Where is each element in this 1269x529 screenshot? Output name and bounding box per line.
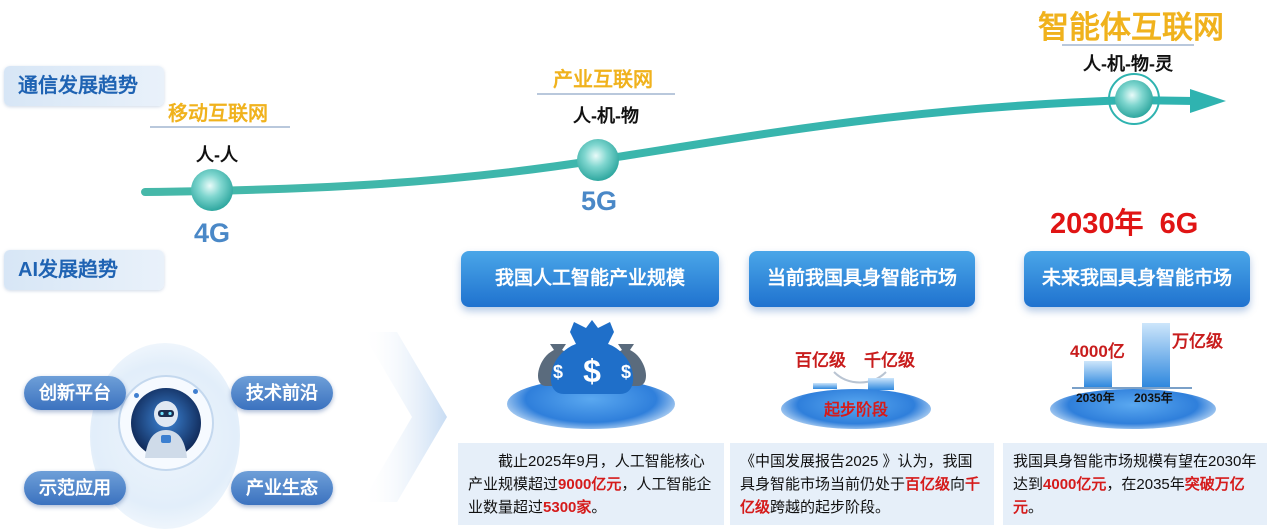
panel-3-title: 未来我国具身智能市场 [1024,251,1250,307]
money-bags-icon: $ $ $ [538,320,646,394]
panel-1-text: 截止2025年9月，人工智能核心产业规模超过9000亿元，人工智能企业数量超过5… [458,443,724,525]
hub-dot [134,393,139,398]
trend-curve [141,73,1226,211]
panel-2-title: 当前我国具身智能市场 [749,251,975,307]
stage-1-gen: 4G [193,218,231,248]
chart-bar [1084,361,1112,387]
stage-2-sub: 人-机-物 [573,106,639,126]
chart-bar [1142,323,1170,387]
stage-3-name: 智能体互联网 [1038,10,1224,45]
panel-2-bar-left [813,383,837,389]
node-5g [577,139,619,181]
stage-3-rule [1062,44,1194,46]
svg-text:$: $ [621,362,631,382]
stage-2-gen: 5G [580,186,618,216]
hub-item-innovation-platform: 创新平台 [24,376,126,410]
stage-2-rule [537,93,675,95]
chart-baseline [1072,387,1192,389]
node-6g-ring [1108,73,1160,125]
panel-2-platform [781,389,931,429]
panel-2-right-label: 千亿级 [864,351,915,370]
comm-trend-label: 通信发展趋势 [4,66,164,106]
robot-icon [131,388,201,458]
panel-2-platform-label: 起步阶段 [823,402,888,419]
stage-1-rule [150,126,290,128]
panel-2-text: 《中国发展报告2025 》认为，我国具身智能市场当前仍处于百亿级向千亿级跨越的起… [730,443,994,525]
panel-3-platform [1050,389,1216,429]
svg-text:$: $ [553,362,563,382]
chart-category-label: 2035年 [1134,391,1173,405]
hub-item-demo-application: 示范应用 [24,471,126,505]
stage-3-sub: 人-机-物-灵 [1083,54,1173,74]
future-6g-marker: 2030年 6G [1050,208,1199,240]
panel-2-left-label: 百亿级 [795,351,846,370]
hub-item-industry-ecosystem: 产业生态 [231,471,333,505]
node-4g [191,169,233,211]
hub-dot [193,389,198,394]
chart-value-label: 4000亿 [1070,342,1125,361]
svg-text:$: $ [583,353,601,389]
panel-3-text: 我国具身智能市场规模有望在2030年达到4000亿元，在2035年突破万亿元。 [1003,443,1267,525]
panel-2-curved-arrow [833,371,887,384]
stage-1-name: 移动互联网 [168,103,268,125]
ai-trend-label: AI发展趋势 [4,250,164,290]
panel-1-title: 我国人工智能产业规模 [461,251,719,307]
chevron-right-icon [362,332,447,502]
trend-arrowhead [1190,89,1226,113]
panel-2-bar-right [868,378,894,390]
hub-item-tech-frontier: 技术前沿 [231,376,333,410]
stage-2-name: 产业互联网 [553,69,653,91]
node-6g [1115,80,1153,118]
stage-1-sub: 人-人 [196,145,238,165]
chart-value-label: 万亿级 [1172,332,1223,351]
chart-category-label: 2030年 [1076,391,1115,405]
